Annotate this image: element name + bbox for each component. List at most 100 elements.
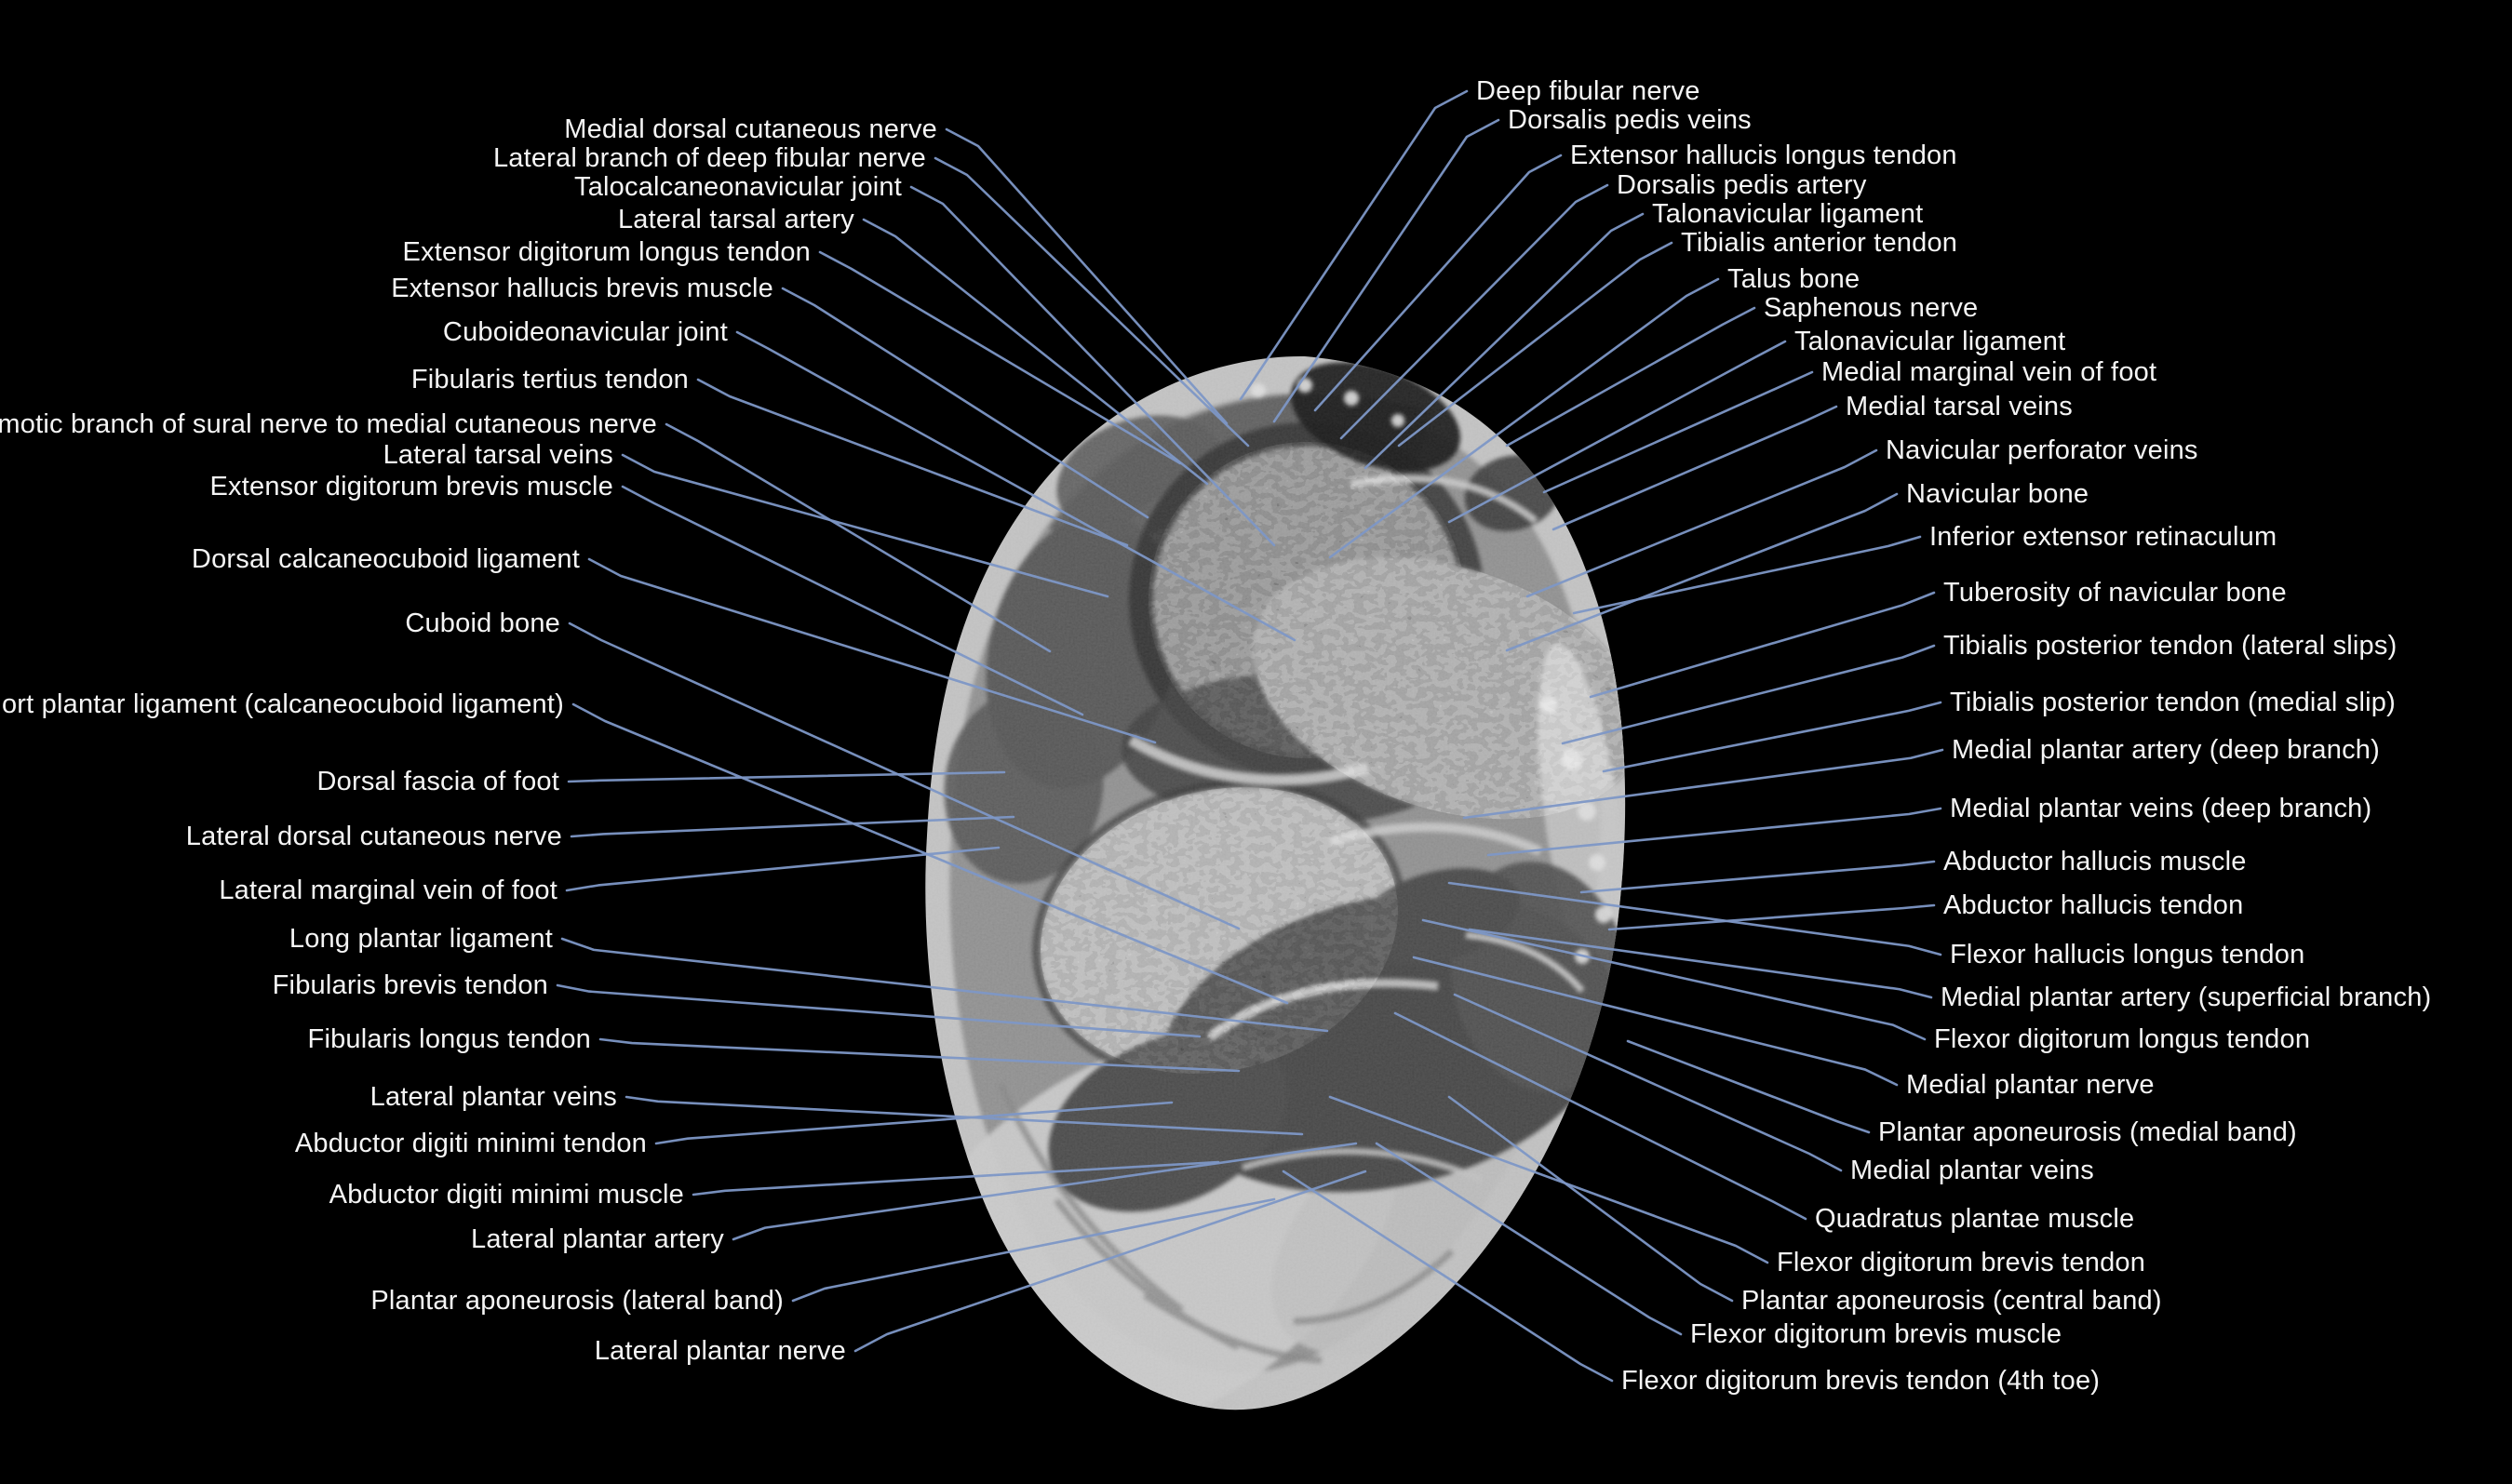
annotation-label: Fibularis longus tendon xyxy=(307,1023,591,1054)
annotation-label: Medial plantar nerve xyxy=(1906,1069,2155,1100)
annotation-label: Long plantar ligament xyxy=(289,923,553,954)
leader-line xyxy=(621,453,1109,598)
annotation-label: Dorsal calcaneocuboid ligament xyxy=(191,543,580,574)
annotation-label: Navicular bone xyxy=(1906,478,2089,509)
annotation-label: Cuboid bone xyxy=(405,608,560,638)
annotation-label: Talonavicular ligament xyxy=(1794,326,2066,356)
leader-line xyxy=(625,1095,1304,1136)
annotation-label: Abductor digiti minimi muscle xyxy=(329,1179,684,1210)
annotation-label: Tibialis anterior tendon xyxy=(1681,227,1958,258)
leader-line xyxy=(696,378,1129,547)
leader-line xyxy=(909,185,1276,547)
leader-line xyxy=(568,622,1241,930)
annotation-label: Medial marginal vein of foot xyxy=(1821,356,2157,387)
leader-line xyxy=(1602,701,1942,773)
annotation-label: Lateral tarsal artery xyxy=(617,204,854,234)
annotation-label: Plantar aponeurosis (medial band) xyxy=(1878,1116,2297,1147)
annotation-label: Saphenous nerve xyxy=(1764,292,1979,323)
leader-line xyxy=(556,983,1202,1038)
leader-line xyxy=(587,557,1157,744)
leader-line xyxy=(1525,448,1878,598)
leader-line xyxy=(1447,340,1787,524)
annotation-label: Lateral marginal vein of foot xyxy=(219,875,557,905)
annotation-label: Lateral tarsal veins xyxy=(383,439,613,470)
annotation-label: Inferior extensor retinaculum xyxy=(1929,521,2277,552)
leader-line xyxy=(1579,860,1936,894)
annotation-label: Dorsalis pedis veins xyxy=(1508,104,1752,135)
annotation-label: Flexor digitorum brevis tendon (4th toe) xyxy=(1621,1365,2101,1396)
annotation-label: Lateral plantar nerve xyxy=(594,1335,846,1366)
leader-line xyxy=(571,702,1289,1005)
leader-line xyxy=(1397,241,1673,448)
annotation-label: Lateral branch of deep fibular nerve xyxy=(492,142,926,173)
leader-line xyxy=(598,1037,1241,1073)
annotation-label: Plantar aponeurosis (central band) xyxy=(1741,1285,2162,1316)
leader-line xyxy=(692,1160,1220,1197)
leader-line xyxy=(1542,370,1814,494)
leader-line xyxy=(1282,1170,1614,1383)
leader-line xyxy=(1447,1095,1734,1303)
annotation-label: Medial tarsal veins xyxy=(1846,391,2073,421)
leader-line xyxy=(1589,591,1936,699)
leader-line xyxy=(1447,881,1942,956)
annotation-label: Dorsalis pedis artery xyxy=(1617,169,1867,200)
leader-line xyxy=(1393,1011,1807,1221)
annotation-label: Flexor digitorum longus tendon xyxy=(1934,1023,2311,1054)
leader-line xyxy=(1561,644,1936,745)
annotation-label: Abductor hallucis tendon xyxy=(1943,889,2244,920)
leader-line xyxy=(1272,118,1500,423)
leader-line xyxy=(565,846,1001,892)
leader-line xyxy=(560,937,1329,1033)
leader-line xyxy=(818,250,1182,465)
annotation-label: Flexor hallucis longus tendon xyxy=(1950,939,2305,969)
leader-line xyxy=(665,422,1052,653)
annotation-label: Talonavicular ligament xyxy=(1652,198,1924,229)
annotation-label: Navicular perforator veins xyxy=(1886,435,2198,465)
annotation-label: Tibialis posterior tendon (medial slip) xyxy=(1950,687,2396,717)
leader-line xyxy=(654,1101,1174,1145)
annotation-label: Flexor digitorum brevis muscle xyxy=(1690,1318,2062,1349)
leader-line xyxy=(791,1197,1276,1303)
annotation-label: Anastomotic branch of sural nerve to med… xyxy=(0,408,657,439)
leader-line xyxy=(1363,212,1645,470)
leader-line xyxy=(1313,154,1563,412)
annotation-label: Tibialis posterior tendon (lateral slips… xyxy=(1943,630,2398,661)
annotation-label: Fibularis tertius tendon xyxy=(410,364,689,394)
leader-line xyxy=(1328,277,1720,559)
leader-line xyxy=(862,218,1209,486)
annotation-label: Deep fibular nerve xyxy=(1476,75,1700,106)
annotation-label: Medial plantar veins xyxy=(1850,1155,2094,1185)
leader-line xyxy=(1505,492,1899,652)
leader-line xyxy=(1626,1039,1871,1134)
leader-line xyxy=(1412,956,1899,1087)
leader-line xyxy=(1607,903,1936,931)
annotation-label: Abductor digiti minimi tendon xyxy=(294,1128,647,1158)
annotation-label: Quadratus plantae muscle xyxy=(1815,1203,2135,1234)
annotation-label: Fibularis brevis tendon xyxy=(272,969,548,1000)
annotation-label: Medial plantar veins (deep branch) xyxy=(1950,793,2372,823)
annotation-label: Flexor digitorum brevis tendon xyxy=(1777,1247,2146,1277)
leader-line xyxy=(1552,405,1838,531)
leader-line xyxy=(567,770,1006,783)
leader-line xyxy=(732,1142,1358,1241)
annotation-label: Medial dorsal cutaneous nerve xyxy=(564,114,937,144)
leader-line xyxy=(570,815,1015,838)
leader-line xyxy=(1328,1095,1769,1264)
annotation-label: Lateral dorsal cutaneous nerve xyxy=(185,821,562,851)
mri-cross-section xyxy=(925,355,1657,1410)
leader-line xyxy=(853,1170,1367,1353)
leader-line xyxy=(1572,535,1922,615)
annotation-label: Extensor hallucis brevis muscle xyxy=(391,273,773,303)
leader-line xyxy=(1375,1142,1683,1336)
annotation-label: Extensor digitorum longus tendon xyxy=(402,236,811,267)
leader-line xyxy=(945,127,1229,425)
annotation-label: Abductor hallucis muscle xyxy=(1943,846,2247,876)
leader-line xyxy=(1239,89,1469,401)
leader-line xyxy=(1486,807,1942,857)
leader-line xyxy=(1462,748,1944,820)
leader-line xyxy=(781,287,1149,519)
annotation-label: Cuboideonavicular joint xyxy=(442,316,728,347)
